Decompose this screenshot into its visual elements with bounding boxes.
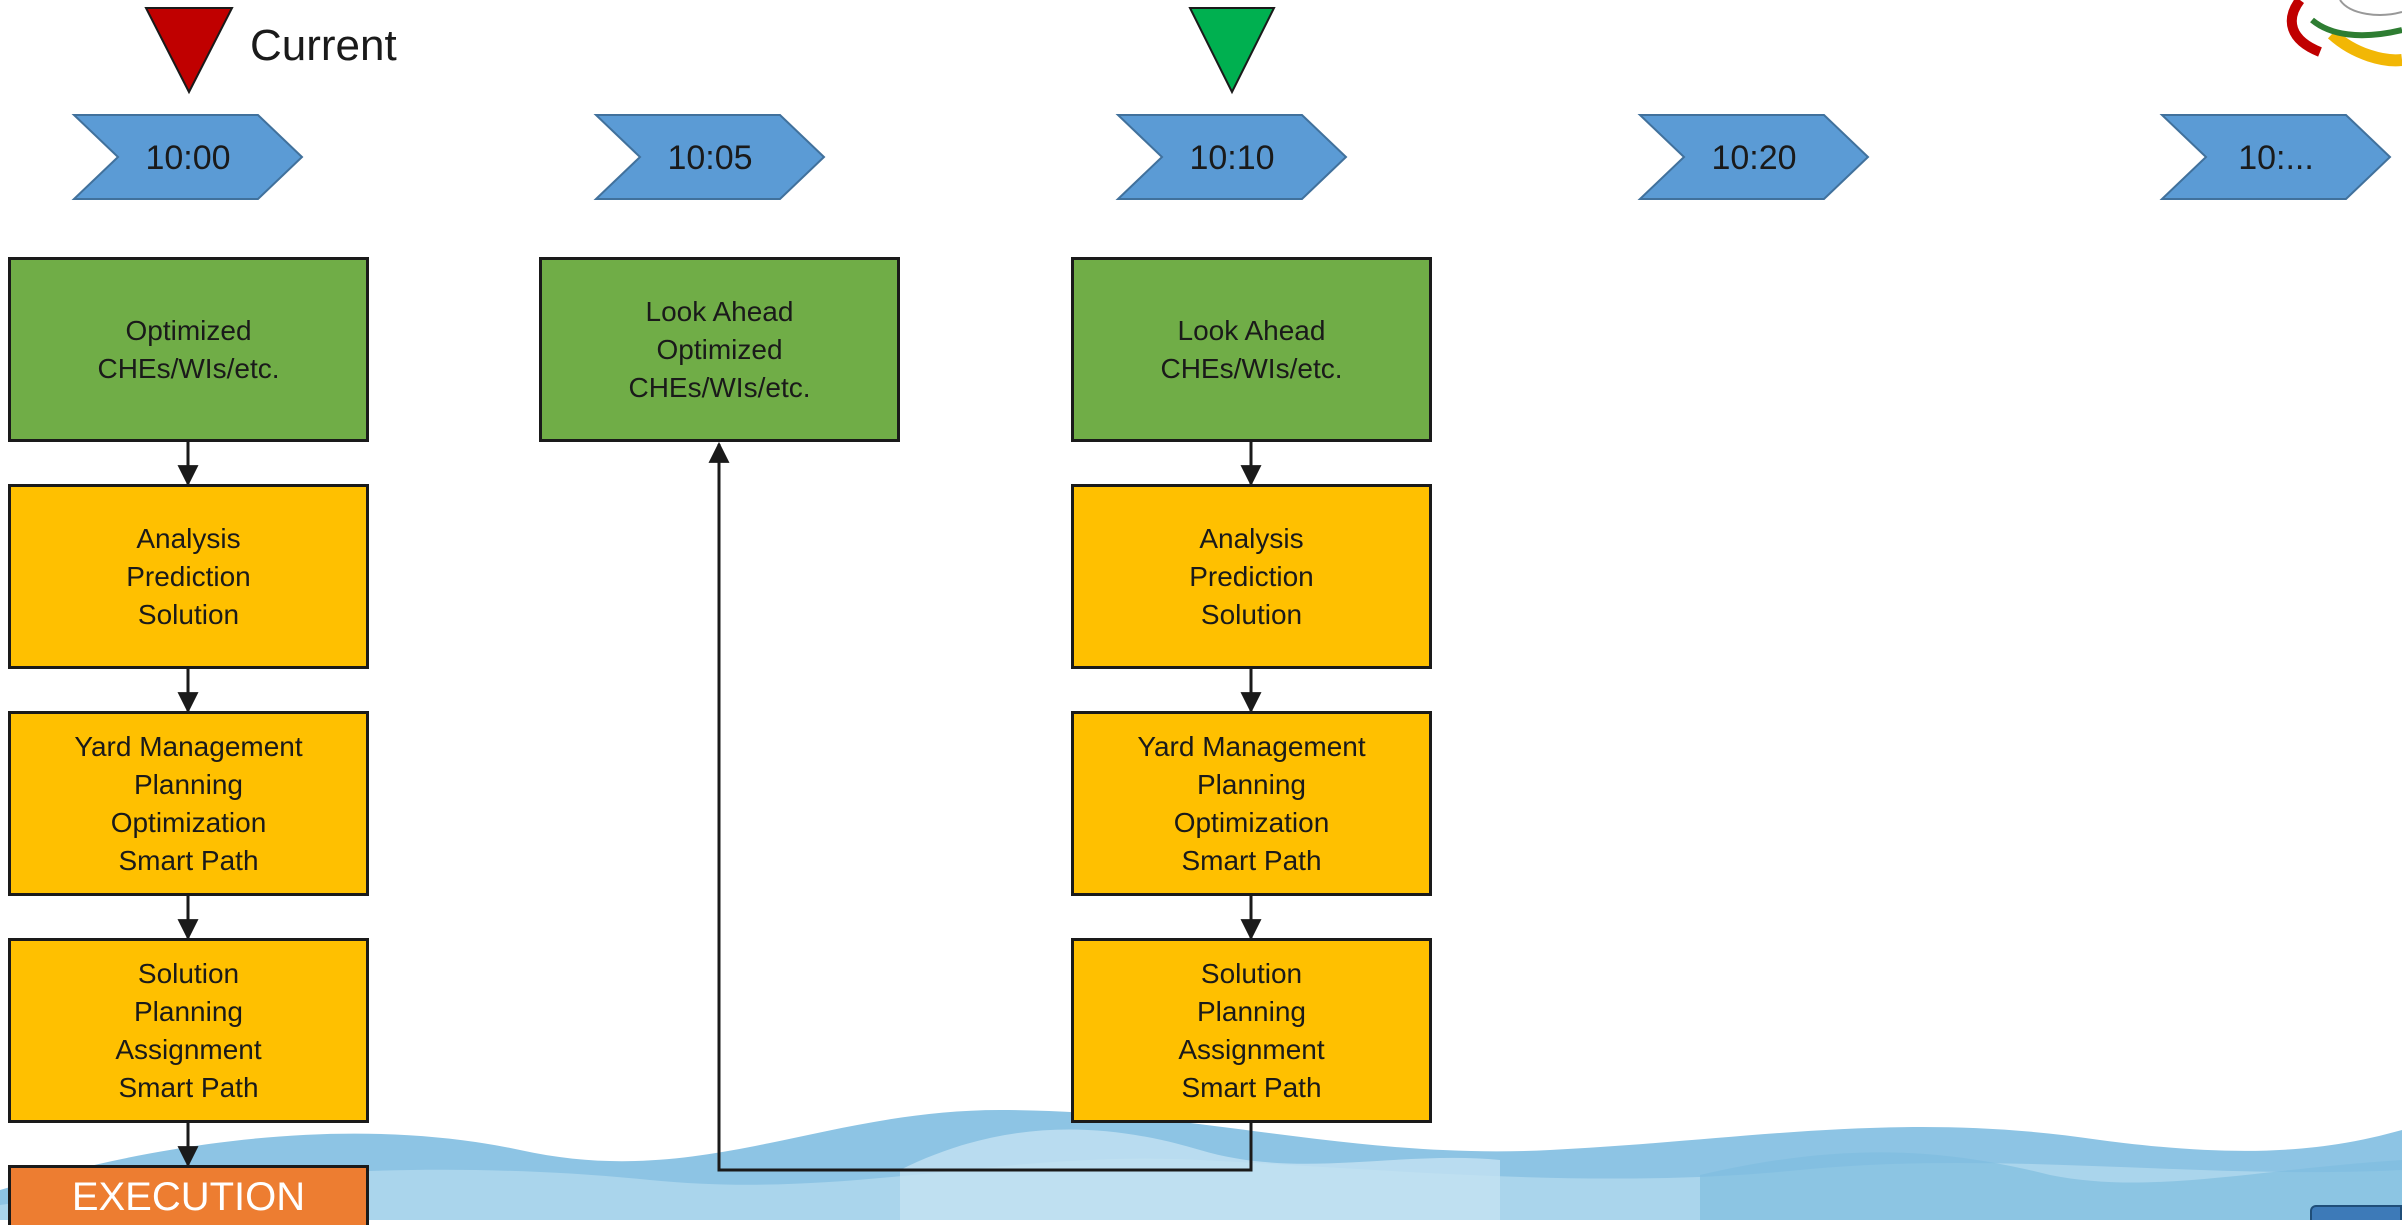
col3-yard-line-1: Yard Management — [1137, 730, 1366, 762]
col1-yard-box: Yard Management Planning Optimization Sm… — [8, 711, 369, 896]
timeline-label-2: 10:05 — [667, 139, 753, 177]
col3-yard-line-4: Smart Path — [1181, 844, 1322, 876]
col1-solution-line-1: Solution — [137, 957, 240, 989]
col1-analysis-box: Analysis Prediction Solution — [8, 484, 369, 669]
timeline-label-1: 10:00 — [145, 139, 231, 177]
col3-analysis-line-3: Solution — [1200, 598, 1303, 630]
col1-execution-box: EXECUTION — [8, 1165, 369, 1225]
col1-yard-line-4: Smart Path — [118, 844, 259, 876]
col1-solution-line-4: Smart Path — [118, 1071, 259, 1103]
current-marker-icon — [144, 7, 234, 95]
col1-top-box: Optimized CHEs/WIs/etc. — [8, 257, 369, 442]
col3-yard-line-2: Planning — [1197, 768, 1306, 800]
current-label: Current — [250, 21, 397, 70]
timeline-chevron-2 — [593, 114, 826, 200]
timeline-chevron-5 — [2159, 114, 2392, 200]
col1-top-line-2: CHEs/WIs/etc. — [97, 352, 280, 384]
col1-yard-line-2: Planning — [134, 768, 243, 800]
timeline-chevron-1 — [71, 114, 304, 200]
corner-button[interactable] — [2310, 1205, 2402, 1220]
col3-solution-box: Solution Planning Assignment Smart Path — [1071, 938, 1432, 1123]
col3-top-box: Look Ahead CHEs/WIs/etc. — [1071, 257, 1432, 442]
timeline-label-4: 10:20 — [1711, 139, 1797, 177]
col1-top-line-1: Optimized — [125, 314, 252, 346]
col1-analysis-line-3: Solution — [137, 598, 240, 630]
col3-yard-box: Yard Management Planning Optimization Sm… — [1071, 711, 1432, 896]
col1-yard-line-3: Optimization — [110, 806, 267, 838]
col1-analysis-line-1: Analysis — [136, 522, 241, 554]
col3-solution-line-2: Planning — [1197, 995, 1306, 1027]
timeline-label-5: 10:... — [2238, 139, 2314, 177]
col3-analysis-line-2: Prediction — [1189, 560, 1314, 592]
col2-top-line-3: CHEs/WIs/etc. — [628, 371, 811, 403]
timeline-chevron-4 — [1637, 114, 1870, 200]
col1-solution-line-3: Assignment — [115, 1033, 262, 1065]
col3-top-line-1: Look Ahead — [1177, 314, 1326, 346]
col3-solution-line-3: Assignment — [1178, 1033, 1325, 1065]
col3-analysis-line-1: Analysis — [1199, 522, 1304, 554]
col3-solution-line-1: Solution — [1200, 957, 1303, 989]
col3-analysis-box: Analysis Prediction Solution — [1071, 484, 1432, 669]
col1-execution-label: EXECUTION — [71, 1175, 306, 1219]
col1-solution-box: Solution Planning Assignment Smart Path — [8, 938, 369, 1123]
timeline-label-3: 10:10 — [1189, 139, 1275, 177]
col3-top-line-2: CHEs/WIs/etc. — [1160, 352, 1343, 384]
col2-top-box: Look Ahead Optimized CHEs/WIs/etc. — [539, 257, 900, 442]
next-marker-icon — [1188, 7, 1276, 95]
col3-solution-line-4: Smart Path — [1181, 1071, 1322, 1103]
col1-analysis-line-2: Prediction — [126, 560, 251, 592]
col3-yard-line-3: Optimization — [1173, 806, 1330, 838]
col2-top-line-1: Look Ahead — [645, 295, 794, 327]
col2-top-line-2: Optimized — [656, 333, 783, 365]
col1-yard-line-1: Yard Management — [74, 730, 303, 762]
col1-solution-line-2: Planning — [134, 995, 243, 1027]
timeline-chevron-3 — [1115, 114, 1348, 200]
